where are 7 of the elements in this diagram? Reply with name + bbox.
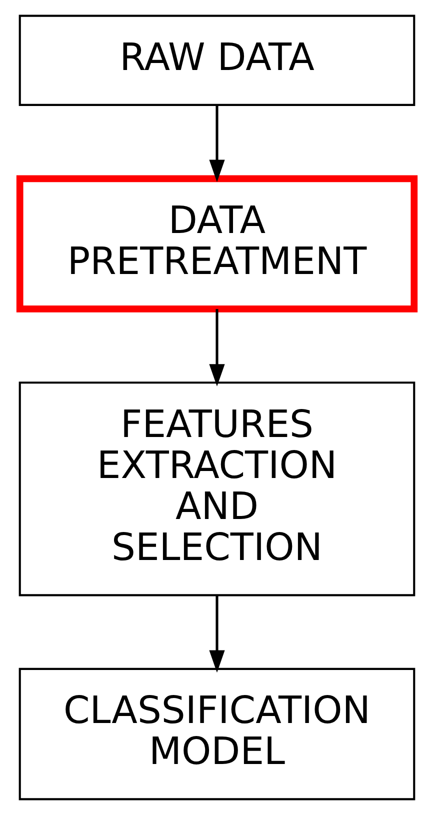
arrow [209,595,225,673]
arrow [209,309,225,386]
arrow [209,105,225,182]
node-box: CLASSIFICATION MODEL [18,668,416,800]
node-box: DATA PRETREATMENT [16,175,418,312]
node-box: RAW DATA [18,14,416,106]
node-box: FEATURES EXTRACTION AND SELECTION [18,382,416,596]
